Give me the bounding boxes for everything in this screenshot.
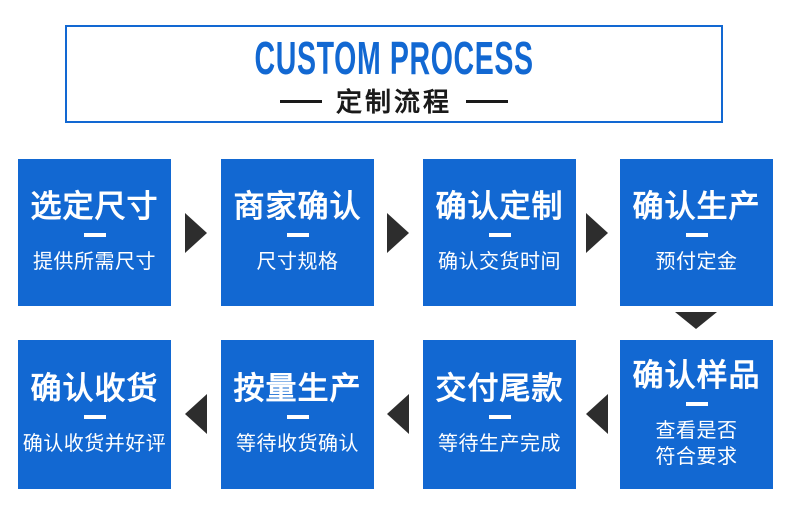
arrow-left-icon [185, 394, 207, 434]
arrow-right-icon [185, 213, 207, 253]
step-6-pay-balance: 交付尾款 等待生产完成 [423, 340, 576, 489]
subtitle-left-dash [279, 100, 322, 103]
step-title: 确认定制 [435, 189, 564, 224]
header-banner: CUSTOM PROCESS 定制流程 [65, 25, 723, 123]
step-divider-dash [488, 415, 511, 419]
step-subtitle: 等待收货确认 [236, 433, 359, 455]
step-8-confirm-receipt: 确认收货 确认收货并好评 [18, 340, 171, 489]
step-title: 交付尾款 [435, 371, 564, 406]
step-divider-dash [685, 233, 708, 237]
step-subtitle: 等待生产完成 [438, 433, 561, 455]
step-title: 确认生产 [632, 189, 761, 224]
step-4-confirm-production: 确认生产 预付定金 [620, 159, 773, 306]
subtitle-right-dash [466, 100, 508, 103]
arrow-left-icon [586, 394, 608, 434]
step-subtitle: 尺寸规格 [256, 251, 339, 273]
header-subtitle-row: 定制流程 [279, 86, 508, 117]
arrow-right-icon [586, 213, 608, 253]
step-title: 确认收货 [30, 371, 159, 406]
step-subtitle: 预付定金 [655, 251, 738, 273]
step-divider-dash [685, 402, 708, 406]
step-divider-dash [83, 415, 106, 419]
step-title: 商家确认 [233, 189, 362, 224]
step-title: 选定尺寸 [30, 189, 159, 224]
header-title: CUSTOM PROCESS [254, 31, 534, 84]
step-7-mass-production: 按量生产 等待收货确认 [221, 340, 374, 489]
step-2-merchant-confirm: 商家确认 尺寸规格 [221, 159, 374, 306]
arrow-down-icon [675, 312, 717, 329]
step-divider-dash [286, 233, 309, 237]
arrow-left-icon [387, 394, 409, 434]
step-title: 确认样品 [632, 358, 761, 393]
arrow-right-icon [387, 213, 409, 253]
step-subtitle: 确认收货并好评 [22, 433, 167, 455]
step-subtitle: 确认交货时间 [438, 251, 561, 273]
step-3-confirm-custom: 确认定制 确认交货时间 [423, 159, 576, 306]
header-subtitle: 定制流程 [335, 86, 452, 117]
step-divider-dash [286, 415, 309, 419]
step-divider-dash [83, 233, 106, 237]
step-subtitle: 查看是否 符合要求 [655, 420, 738, 468]
step-title: 按量生产 [233, 371, 362, 406]
step-1-select-size: 选定尺寸 提供所需尺寸 [18, 159, 171, 306]
step-5-confirm-sample: 确认样品 查看是否 符合要求 [620, 340, 773, 489]
step-divider-dash [488, 233, 511, 237]
step-subtitle: 提供所需尺寸 [33, 251, 156, 273]
